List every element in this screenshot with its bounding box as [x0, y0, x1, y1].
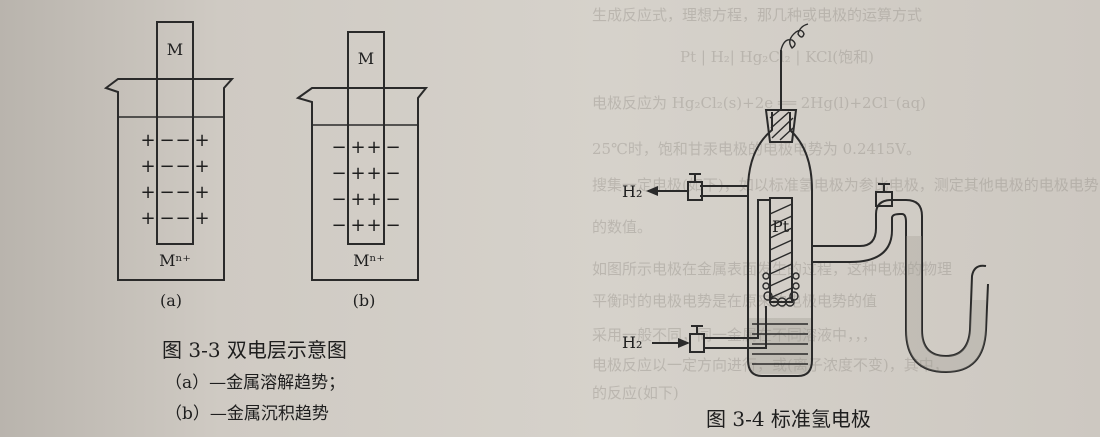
charge-sign: −	[385, 215, 400, 236]
charge-sign: +	[350, 163, 365, 184]
inlet-valve-handle	[691, 325, 703, 334]
charge-sign: +	[194, 208, 209, 229]
pt-electrode-hatch	[769, 203, 793, 299]
bg-text-line: 如图所示电极在金属表面发生的过程，这种电极的物理	[592, 260, 952, 278]
charge-sign: −	[385, 163, 400, 184]
bg-text-line: 生成反应式，理想方程，那几种或电极的运算方式	[592, 6, 922, 24]
charge-sign: +	[350, 137, 365, 158]
charge-sign: −	[175, 208, 190, 229]
wire-coil	[780, 23, 809, 51]
charge-sign: +	[366, 163, 381, 184]
pt-label: Pt	[772, 217, 790, 236]
side-arm	[812, 199, 989, 374]
pt-electrode	[769, 197, 793, 303]
charge-sign: +	[350, 189, 365, 210]
charge-sign: −	[331, 163, 346, 184]
beaker-a: M +−−++−−++−−++−−+ Mⁿ⁺ (a)	[103, 21, 235, 310]
charge-sign: +	[366, 137, 381, 158]
charge-sign: −	[331, 215, 346, 236]
inlet-arrowhead	[678, 338, 690, 348]
charge-sign: −	[159, 182, 174, 203]
electrode-a-label: M	[167, 40, 183, 59]
charge-sign: −	[175, 182, 190, 203]
charge-sign: −	[175, 156, 190, 177]
bg-text-line: 的数值。	[592, 218, 652, 236]
stopper-hatch	[769, 109, 794, 141]
side-arm-valve-handle	[878, 183, 890, 192]
outlet-arrowhead	[646, 186, 658, 196]
electrode-b-label: M	[358, 49, 374, 68]
electrolyte	[748, 318, 812, 374]
outlet-valve-handle	[689, 173, 701, 182]
bg-text-line: 采用一般不同，同一金属在不同溶液中，，，	[592, 326, 877, 344]
charge-sign: −	[175, 130, 190, 151]
bg-text-line: 电极反应为 Hg₂Cl₂(s)+2e ══ 2Hg(l)+2Cl⁻(aq)	[592, 94, 926, 112]
beaker-a-glass	[103, 78, 235, 281]
figure-3-3-caption-a: （a）—金属溶解趋势；	[165, 373, 345, 393]
charge-grid-b: −++−−++−−++−−++−	[331, 137, 400, 236]
charge-sign: −	[331, 189, 346, 210]
bg-text-line: 的反应(如下)	[592, 384, 679, 402]
charge-sign: +	[194, 130, 209, 151]
charge-sign: +	[194, 156, 209, 177]
electrode-b	[347, 31, 385, 245]
charge-sign: −	[159, 156, 174, 177]
bg-text-line: 搜集一定电极(如下)，如以标准氢电极为参比电极，测定其他电极的电极电势	[592, 176, 1099, 194]
figure-3-3-caption-b: （b）—金属沉积趋势	[165, 404, 329, 424]
beaker-b: M −++−−++−−++−−++− Mⁿ⁺ (b)	[295, 31, 429, 310]
beaker-b-glass	[295, 87, 429, 281]
figure-3-3-caption: 图 3-3 双电层示意图	[162, 338, 347, 362]
figure-3-4-caption: 图 3-4 标准氢电极	[706, 407, 871, 431]
charge-sign: +	[140, 130, 155, 151]
charge-sign: −	[385, 189, 400, 210]
h2-outlet-label: H₂	[622, 182, 642, 201]
sublabel-a: (a)	[160, 291, 182, 310]
hydrogen-electrode-apparatus: H₂ Pt H₂	[622, 23, 989, 377]
gas-bubbles	[762, 272, 800, 307]
side-arm-liquid	[906, 236, 986, 372]
electrode-a	[156, 21, 194, 245]
charge-sign: +	[350, 215, 365, 236]
inlet-tube	[704, 199, 770, 349]
bg-text-line: 平衡时的电极电势是在原来的电极电势的值	[592, 292, 877, 310]
charge-sign: +	[194, 182, 209, 203]
charge-sign: −	[159, 130, 174, 151]
ion-label-b: Mⁿ⁺	[353, 251, 385, 270]
ion-label-a: Mⁿ⁺	[159, 251, 191, 270]
charge-sign: +	[366, 189, 381, 210]
h2-inlet-label: H₂	[622, 333, 642, 352]
charge-sign: +	[140, 208, 155, 229]
vessel	[747, 112, 813, 377]
sublabel-b: (b)	[353, 291, 376, 310]
electrolyte-hatching	[752, 323, 808, 365]
charge-grid-a: +−−++−−++−−++−−+	[140, 130, 209, 229]
charge-sign: +	[140, 182, 155, 203]
bg-text-line: Pt | H₂| Hg₂Cl₂ | KCl(饱和)	[680, 48, 874, 66]
charge-sign: +	[366, 215, 381, 236]
charge-sign: −	[159, 208, 174, 229]
bg-text-line: 电极反应以一定方向进行，或(离子浓度不变)，其中，	[592, 356, 949, 374]
charge-sign: +	[140, 156, 155, 177]
stopper	[764, 109, 798, 143]
charge-sign: −	[385, 137, 400, 158]
charge-sign: −	[331, 137, 346, 158]
outlet-tube	[700, 185, 748, 197]
